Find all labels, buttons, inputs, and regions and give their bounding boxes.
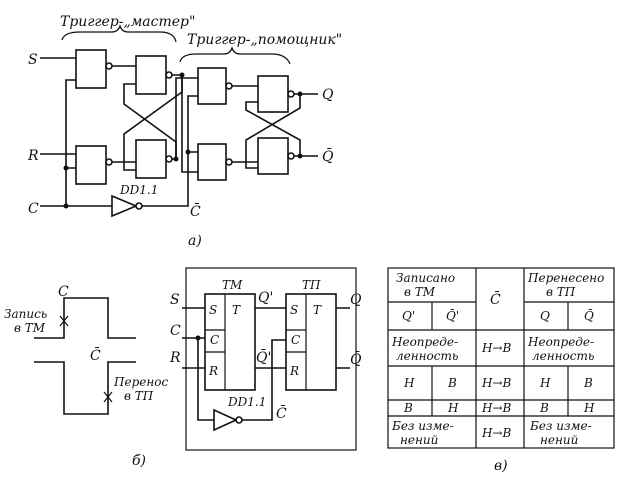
row2-mid: Н→В <box>481 376 512 390</box>
nand-gate-5 <box>197 67 227 105</box>
block-output-qbar: Q̄ <box>350 350 362 368</box>
tm-c-pin: C <box>210 333 219 347</box>
input-c-label: C <box>28 201 39 217</box>
caption-b: б) <box>132 453 146 469</box>
row3-c4: Н <box>583 401 595 415</box>
inverter-name-label: DD1.1 <box>119 183 158 197</box>
nand-gate-4 <box>135 139 167 179</box>
transfer-label-1: Перенос <box>113 375 168 389</box>
row4-left-1: Без изме- <box>391 419 454 433</box>
row4-right-1: Без изме- <box>529 419 592 433</box>
row3-mid: Н→В <box>481 401 512 415</box>
block-input-c: C <box>170 323 181 339</box>
subheader-q: Q <box>540 309 550 323</box>
header-cbar: C̄ <box>490 290 501 308</box>
timing-cbar-label: C̄ <box>90 346 101 364</box>
block-cbar-label: C̄ <box>276 404 287 422</box>
transfer-label-2: в ТП <box>124 389 154 403</box>
block-inverter <box>213 408 238 432</box>
tm-label: ТМ <box>222 278 243 292</box>
header-written-1: Записано <box>396 271 455 285</box>
subheader-qprime-bar: Q̄' <box>446 308 459 323</box>
row4-left-2: нений <box>400 433 438 447</box>
row2-c1: Н <box>403 376 415 390</box>
row3-c3: В <box>539 401 549 415</box>
block-diagram: ТМ ТП S T C R S T C R S C R DD1.1 C̄ Q' … <box>169 267 362 451</box>
inverter-dd1-1 <box>111 194 139 218</box>
nand-gate-7 <box>257 75 289 113</box>
truth-table: Записано в ТМ C̄ Перенесено в ТП Q' Q̄' … <box>387 267 615 474</box>
block-inverter-name: DD1.1 <box>227 395 266 409</box>
tp-c-pin: C <box>291 333 300 347</box>
circuit-a: Триггер-„мастер" Триггер-„помощник" S R … <box>27 14 342 249</box>
timing-diagram-b: C Запись в ТМ C̄ Перенос в ТП б) <box>4 284 168 469</box>
tm-s-pin: S <box>209 303 217 317</box>
row1-mid: Н→В <box>481 341 512 355</box>
input-r-label: R <box>27 148 39 164</box>
trigger-tm-block <box>204 293 256 391</box>
timing-c-label: C <box>58 284 69 300</box>
tp-s-pin: S <box>290 303 298 317</box>
header-written-2: в ТМ <box>404 285 436 299</box>
caption-a: а) <box>188 233 202 249</box>
caption-v: в) <box>494 458 508 474</box>
row2-c3: Н <box>539 376 551 390</box>
output-q-label: Q <box>322 87 334 103</box>
block-input-s: S <box>170 292 180 308</box>
block-frame <box>185 267 357 451</box>
nand-gate-1 <box>75 49 107 89</box>
trigger-tp-block <box>285 293 337 391</box>
label-master-trigger: Триггер-„мастер" <box>60 14 195 30</box>
qprime-bar-label: Q̄' <box>256 348 271 366</box>
row1-right-1: Неопреде- <box>527 335 594 349</box>
nand-gate-8 <box>257 137 289 175</box>
output-qbar-label: Q̄ <box>322 147 334 165</box>
block-input-r: R <box>169 350 181 366</box>
row3-c1: В <box>403 401 413 415</box>
row1-left-2: ленность <box>396 349 458 363</box>
subheader-qbar: Q̄ <box>584 308 594 323</box>
tm-r-pin: R <box>208 364 218 378</box>
cbar-label: C̄ <box>190 202 201 220</box>
nand-gate-6 <box>197 143 227 181</box>
row4-right-2: нений <box>540 433 578 447</box>
nand-gate-3 <box>135 55 167 95</box>
nand-gate-2 <box>75 145 107 185</box>
tp-r-pin: R <box>289 364 299 378</box>
write-label-1: Запись <box>4 307 47 321</box>
qprime-label: Q' <box>258 290 273 306</box>
write-label-2: в ТМ <box>14 321 46 335</box>
label-helper-trigger: Триггер-„помощник" <box>187 32 342 48</box>
input-s-label: S <box>28 52 38 68</box>
row1-left-1: Неопреде- <box>391 335 458 349</box>
brace-helper <box>179 46 291 65</box>
brace-master <box>61 24 177 43</box>
tp-t-pin: T <box>313 303 322 317</box>
row2-c2: В <box>447 376 457 390</box>
header-transferred-1: Перенесено <box>527 271 604 285</box>
tm-t-pin: T <box>232 303 241 317</box>
row4-mid: Н→В <box>481 426 512 440</box>
header-transferred-2: в ТП <box>546 285 576 299</box>
row1-right-2: ленность <box>532 349 594 363</box>
block-output-q: Q <box>350 292 362 308</box>
tp-label: ТП <box>302 278 321 292</box>
row3-c2: Н <box>447 401 459 415</box>
row2-c4: В <box>583 376 593 390</box>
subheader-qprime: Q' <box>402 309 415 323</box>
